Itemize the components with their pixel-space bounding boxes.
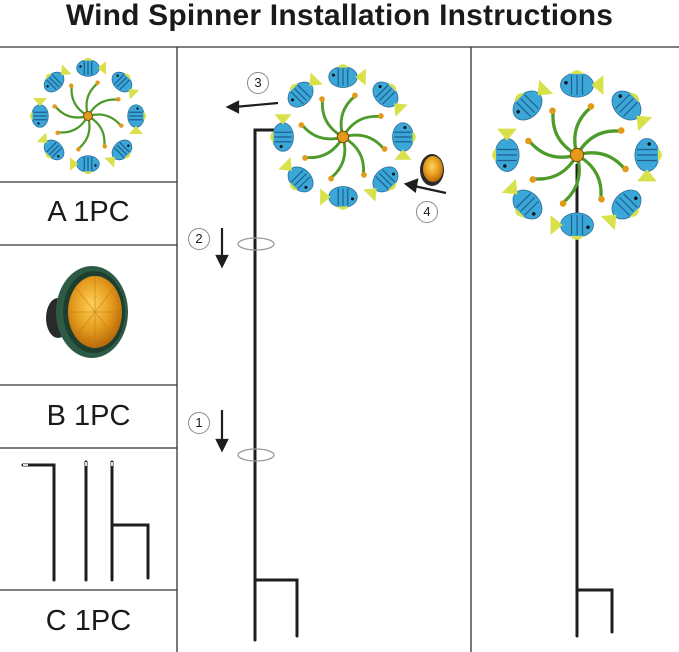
part-c-label: C 1PC [45, 605, 132, 637]
step-2-badge: 2 [188, 228, 210, 250]
part-b-label: B 1PC [46, 400, 131, 432]
step-4-badge: 4 [416, 201, 438, 223]
page-title: Wind Spinner Installation Instructions [65, 0, 614, 32]
step-3-badge: 3 [247, 72, 269, 94]
part-a-label: A 1PC [47, 196, 130, 228]
step-1-badge: 1 [188, 412, 210, 434]
